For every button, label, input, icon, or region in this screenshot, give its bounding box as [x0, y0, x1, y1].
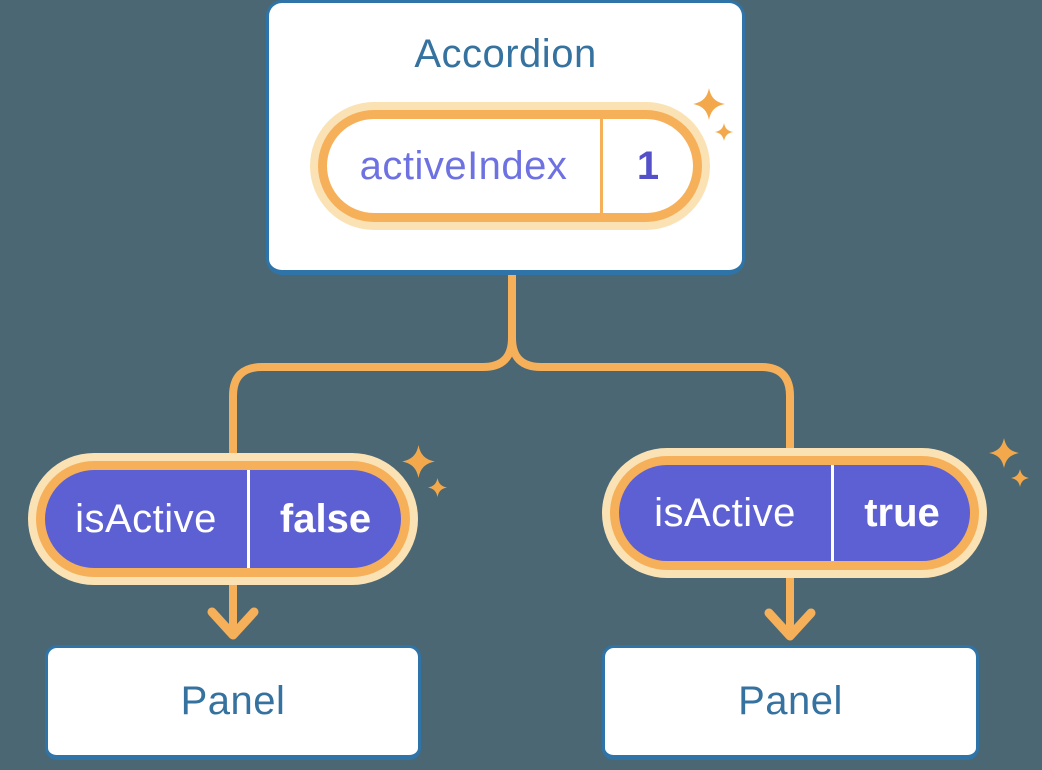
sparkle-icon — [1011, 469, 1029, 487]
left-pill-to-panel-arrow — [207, 585, 259, 640]
active-index-label: activeIndex — [359, 143, 568, 188]
sparkle-icon — [428, 478, 447, 497]
pill-divider — [600, 119, 603, 213]
is-active-label: isActive — [654, 490, 796, 535]
is-active-value: true — [864, 490, 940, 535]
pill-orange-ring: activeIndex 1 — [318, 110, 702, 222]
is-active-pill-left: isActive false — [28, 453, 418, 585]
pill-orange-ring: isActive false — [36, 461, 410, 577]
pill-divider — [831, 465, 834, 561]
is-active-label: isActive — [75, 496, 217, 541]
pill-divider — [247, 470, 250, 568]
sparkle-group-right-pill — [989, 438, 1029, 487]
accordion-to-right-pill-line — [508, 272, 794, 452]
pill-orange-ring: isActive true — [610, 456, 979, 570]
accordion-title: Accordion — [414, 32, 597, 76]
is-active-pill-right: isActive true — [602, 448, 987, 578]
active-index-pill: activeIndex 1 — [310, 102, 710, 230]
right-pill-to-panel-arrow — [764, 577, 816, 641]
panel-title: Panel — [738, 679, 843, 723]
accordion-card: Accordion activeIndex 1 — [266, 0, 745, 275]
panel-card-left: Panel — [45, 645, 421, 760]
panel-card-right: Panel — [602, 645, 979, 760]
is-active-value: false — [279, 496, 372, 541]
sparkle-icon — [402, 445, 435, 478]
panel-title: Panel — [180, 679, 286, 723]
arrowhead-icon — [207, 607, 259, 640]
active-index-value: 1 — [636, 143, 660, 188]
arrowhead-icon — [764, 608, 816, 641]
sparkle-icon — [989, 438, 1019, 468]
accordion-to-left-pill-line — [229, 272, 516, 458]
